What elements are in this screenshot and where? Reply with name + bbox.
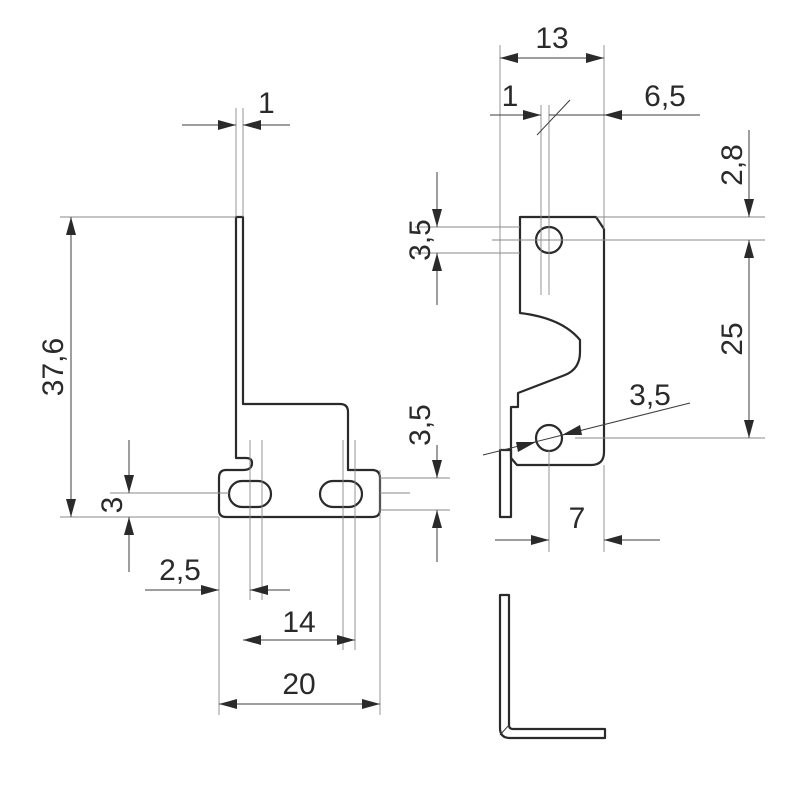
bottom-view	[498, 593, 607, 740]
label-front-height: 37,6	[37, 338, 70, 396]
label-slot-offset: 2,5	[159, 554, 201, 587]
dim-slot-spacing: 14	[243, 606, 355, 645]
label-hole-center-offset: 6,5	[644, 80, 686, 113]
bottom-view-outline	[498, 593, 607, 740]
label-hole-height: 3,5	[404, 219, 437, 261]
dim-front-thickness: 1	[182, 87, 290, 130]
dim-top-to-hole: 2,8	[716, 130, 754, 217]
label-tab-height: 3,5	[404, 404, 437, 446]
dim-slot-height: 3	[96, 440, 134, 572]
front-extension-lines	[60, 108, 450, 715]
front-view-outline	[217, 215, 382, 519]
dim-hole-to-edge: 7	[495, 502, 660, 545]
dim-hole-spacing: 25	[716, 240, 754, 438]
dim-tab-height: 3,5	[404, 404, 442, 562]
label-side-thickness: 1	[502, 80, 519, 113]
side-view	[498, 105, 606, 519]
label-side-width: 13	[535, 22, 568, 55]
dim-side-thickness: 1 6,5	[490, 80, 700, 136]
label-slot-spacing: 14	[282, 606, 315, 639]
dim-hole-height: 3,5	[404, 172, 442, 305]
label-front-thickness: 1	[258, 87, 275, 120]
label-hole-diameter: 3,5	[629, 379, 671, 412]
label-hole-to-edge: 7	[569, 502, 586, 535]
side-flange	[498, 448, 513, 519]
dim-hole-diameter: 3,5	[482, 379, 691, 456]
dim-slot-offset: 2,5	[145, 554, 290, 595]
label-hole-spacing: 25	[716, 322, 749, 355]
side-extension-lines	[415, 45, 765, 552]
bottom-view-bend	[499, 724, 510, 736]
label-top-to-hole: 2,8	[716, 144, 749, 186]
label-slot-height: 3	[96, 497, 129, 514]
dim-front-height: 37,6	[37, 217, 76, 517]
slot-right	[318, 479, 364, 509]
dim-side-width: 13	[500, 22, 604, 63]
side-view-outline	[509, 215, 606, 467]
front-view	[217, 215, 382, 519]
dim-front-width: 20	[219, 668, 380, 709]
label-front-width: 20	[282, 668, 315, 701]
